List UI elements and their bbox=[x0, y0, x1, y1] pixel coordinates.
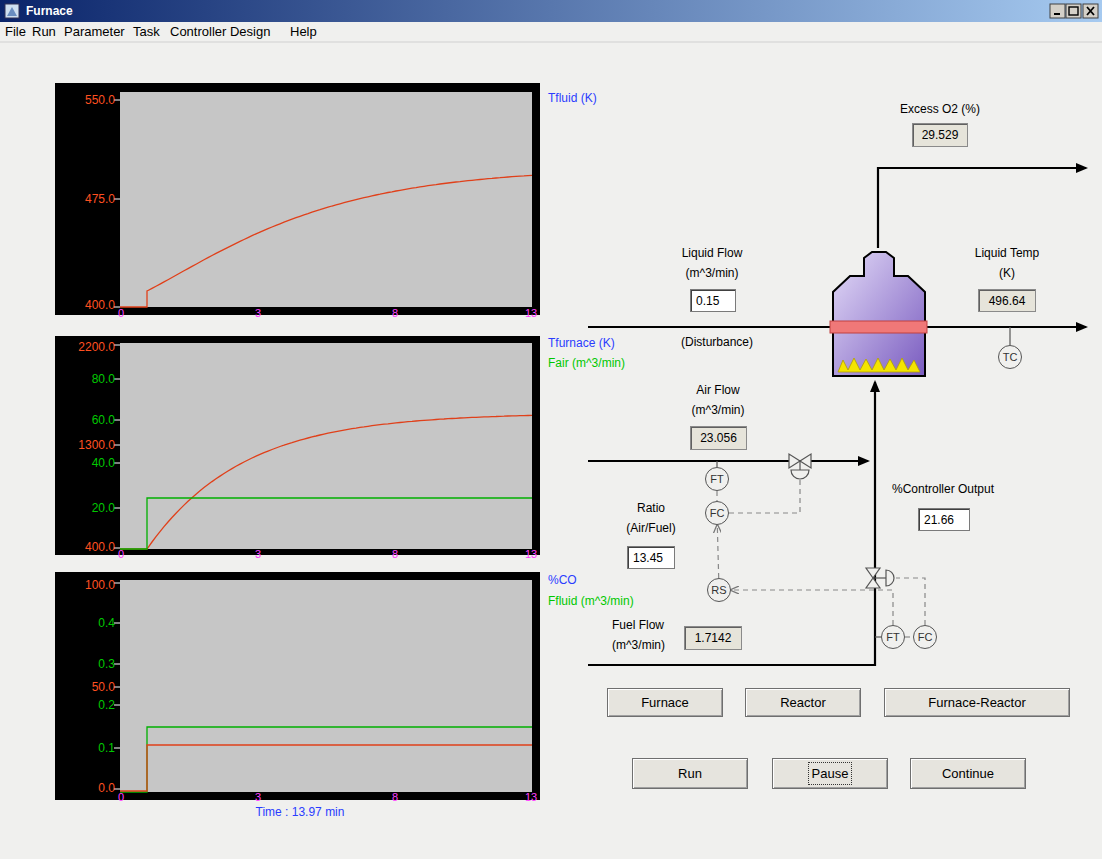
chart-label: 550.0 bbox=[85, 90, 115, 110]
trend-curve bbox=[120, 727, 532, 792]
chart-label: 8 bbox=[392, 544, 398, 564]
node-text: TC bbox=[1003, 351, 1018, 363]
push-button: Furnace-Reactor bbox=[884, 688, 1070, 717]
node-text: 496.64 bbox=[989, 294, 1026, 308]
chart-label: 0.1 bbox=[98, 738, 115, 758]
value-input: 21.66 bbox=[918, 508, 970, 531]
signal-line bbox=[905, 636, 913, 637]
instrument-circle: FT bbox=[881, 625, 905, 649]
chart-label: 1300.0 bbox=[78, 435, 115, 455]
node-text: 13.45 bbox=[633, 551, 663, 565]
process-label: Liquid Flow (m^3/min) bbox=[670, 243, 754, 283]
trend-curve bbox=[120, 745, 532, 791]
chart-label: 3 bbox=[255, 544, 261, 564]
node-text: FC bbox=[918, 631, 933, 643]
process-label: Liquid Temp (K) bbox=[967, 243, 1047, 283]
chart-label: 0.3 bbox=[98, 654, 115, 674]
process-label: %Controller Output bbox=[892, 479, 994, 499]
instrument-circle: TC bbox=[998, 345, 1022, 369]
instrument-circle: FT bbox=[705, 467, 729, 491]
chart-label: 3 bbox=[255, 787, 261, 807]
window-title: Furnace bbox=[26, 3, 73, 19]
node-text: 21.66 bbox=[924, 513, 954, 527]
process-label: (Disturbance) bbox=[681, 332, 753, 352]
push-button: Furnace bbox=[607, 688, 723, 717]
chart-label: 3 bbox=[255, 303, 261, 323]
signal-line bbox=[717, 525, 718, 578]
value-display: 29.529 bbox=[912, 123, 968, 147]
menu-item: Help bbox=[290, 22, 317, 42]
chart-label: 0 bbox=[118, 303, 124, 323]
node-text: RS bbox=[711, 584, 726, 596]
chart-label: 8 bbox=[392, 303, 398, 323]
chart-label: 0 bbox=[118, 544, 124, 564]
value-input: 0.15 bbox=[690, 289, 736, 312]
chart-label: 60.0 bbox=[92, 410, 115, 430]
node-text: Pause bbox=[812, 766, 849, 781]
chart-label: 8 bbox=[392, 787, 398, 807]
chart-label: 2200.0 bbox=[78, 337, 115, 357]
chart-label: 50.0 bbox=[92, 677, 115, 697]
chart-label: 80.0 bbox=[92, 369, 115, 389]
signal-line bbox=[731, 590, 893, 625]
trend-curve bbox=[120, 175, 532, 307]
instrument-circle: FC bbox=[913, 625, 937, 649]
instrument-circle: FC bbox=[705, 501, 729, 525]
trend-curve bbox=[120, 415, 532, 549]
process-label: Excess O2 (%) bbox=[900, 99, 980, 119]
chart-label: Tfurnace (K) bbox=[548, 333, 615, 353]
node-text: 23.056 bbox=[700, 431, 737, 445]
chart-label: 400.0 bbox=[85, 537, 115, 557]
node-text: 0.15 bbox=[696, 294, 719, 308]
node-text: Reactor bbox=[780, 695, 826, 710]
node-text: FC bbox=[710, 507, 725, 519]
node-text: Continue bbox=[942, 766, 994, 781]
trend-curve bbox=[120, 498, 532, 549]
process-label: Fuel Flow (m^3/min) bbox=[612, 615, 680, 655]
node-text: FT bbox=[886, 631, 899, 643]
chart-label: 40.0 bbox=[92, 453, 115, 473]
node-text: 29.529 bbox=[922, 128, 959, 142]
chart-label: Fair (m^3/min) bbox=[548, 353, 625, 373]
menu-item: Controller Design bbox=[170, 22, 270, 42]
chart-label: Time : 13.97 min bbox=[256, 802, 345, 822]
menu-item: Parameter bbox=[64, 22, 125, 42]
value-input: 13.45 bbox=[627, 546, 675, 569]
value-display: 496.64 bbox=[978, 289, 1036, 312]
chart-label: 100.0 bbox=[85, 575, 115, 595]
chart-label: 0.4 bbox=[98, 613, 115, 633]
chart-label: 475.0 bbox=[85, 189, 115, 209]
chart-label: 0 bbox=[118, 787, 124, 807]
node-text: Furnace-Reactor bbox=[928, 695, 1026, 710]
chart-label: 0.2 bbox=[98, 695, 115, 715]
node-text: Furnace bbox=[641, 695, 689, 710]
chart-label: Ffluid (m^3/min) bbox=[548, 591, 634, 611]
chart-label: %CO bbox=[548, 570, 577, 590]
menu-item: Task bbox=[133, 22, 160, 42]
push-button: Pause bbox=[772, 758, 888, 789]
process-label: Air Flow (m^3/min) bbox=[683, 380, 753, 420]
node-text: 1.7142 bbox=[695, 631, 732, 645]
push-button: Reactor bbox=[745, 688, 861, 717]
instrument-circle: RS bbox=[707, 578, 731, 602]
chart-label: 400.0 bbox=[85, 295, 115, 315]
chart-label: 0.0 bbox=[98, 778, 115, 798]
menu-item: File bbox=[5, 22, 26, 42]
menu-item: Run bbox=[32, 22, 56, 42]
push-button: Continue bbox=[910, 758, 1026, 789]
signal-line bbox=[716, 491, 717, 501]
chart-label: Tfluid (K) bbox=[548, 88, 597, 108]
chart-label: 13 bbox=[525, 544, 537, 564]
chart-label: 13 bbox=[525, 303, 537, 323]
push-button: Run bbox=[632, 758, 748, 789]
node-text: FT bbox=[710, 473, 723, 485]
value-display: 1.7142 bbox=[684, 626, 742, 650]
process-label: Ratio (Air/Fuel) bbox=[619, 498, 683, 538]
value-display: 23.056 bbox=[690, 426, 747, 450]
chart-label: 13 bbox=[525, 787, 537, 807]
chart-label: 20.0 bbox=[92, 498, 115, 518]
node-text: Run bbox=[678, 766, 702, 781]
